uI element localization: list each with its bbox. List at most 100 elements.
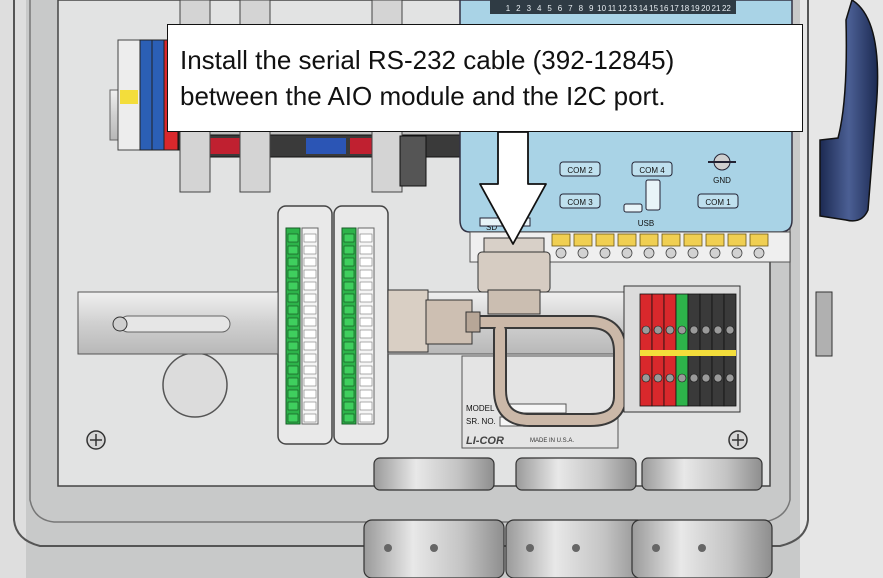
terminal-screw (689, 373, 699, 383)
module-slot (303, 233, 317, 243)
port-gnd-label: GND (713, 176, 731, 185)
channel-number: 10 (597, 4, 606, 13)
board-connector (551, 233, 571, 247)
cable-gland-top (515, 457, 637, 491)
channel-number: 5 (547, 4, 552, 13)
module-slot (359, 305, 373, 315)
channel-number: 15 (649, 4, 658, 13)
board-connector (639, 233, 659, 247)
module-slot (303, 305, 317, 315)
module-slot (359, 329, 373, 339)
channel-number: 17 (670, 4, 679, 13)
board-connector (661, 233, 681, 247)
channel-number: 20 (701, 4, 710, 13)
module-terminal (287, 257, 299, 267)
channel-number: 14 (639, 4, 648, 13)
module-slot (359, 365, 373, 375)
channel-number: 12 (618, 4, 627, 13)
board-connector (683, 233, 703, 247)
panel-knockout (162, 352, 228, 418)
port-com4-label: COM 4 (639, 166, 665, 175)
module-terminal-lines (287, 233, 373, 423)
board-connector (595, 233, 615, 247)
gland-dimple (572, 544, 580, 552)
module-terminal (343, 233, 355, 243)
label-serial: SR. NO. (466, 417, 496, 426)
module-slot (359, 281, 373, 291)
rs232-cable (473, 315, 627, 427)
board-connector-screw (621, 247, 633, 259)
terminal-screw (641, 325, 651, 335)
channel-number: 7 (568, 4, 573, 13)
label-brand: LI-COR (466, 435, 504, 447)
channel-number: 11 (608, 4, 617, 13)
channel-number: 16 (660, 4, 669, 13)
instruction-line-1: Install the serial RS-232 cable (392-128… (180, 45, 675, 75)
channel-number: 13 (628, 4, 637, 13)
port-com1-label: COM 1 (705, 198, 731, 207)
terminal-screw (713, 373, 723, 383)
module-slot (359, 353, 373, 363)
label-origin: MADE IN U.S.A. (530, 438, 574, 444)
terminal-screw (665, 325, 675, 335)
module-terminal (343, 281, 355, 291)
gland-dimple (384, 544, 392, 552)
board-connector-screw (555, 247, 567, 259)
module-slot (359, 389, 373, 399)
terminal-screw (725, 373, 735, 383)
module-slot (359, 269, 373, 279)
module-slot (303, 377, 317, 387)
board-connector-screw (643, 247, 655, 259)
module-terminal (343, 269, 355, 279)
module-terminal (343, 257, 355, 267)
board-connector-screw (753, 247, 765, 259)
db9-connector-module (387, 289, 481, 353)
module-terminal (287, 305, 299, 315)
module-slot (359, 245, 373, 255)
port-com4: COM 4 (631, 161, 673, 177)
cable-gland-top (641, 457, 763, 491)
module-terminal (287, 317, 299, 327)
module-slot (303, 341, 317, 351)
module-slot (303, 317, 317, 327)
module-slot (303, 245, 317, 255)
right-terminal-block (623, 285, 741, 413)
module-slot (303, 365, 317, 375)
channel-number: 2 (516, 4, 521, 13)
module-terminal (343, 293, 355, 303)
module-slot (303, 269, 317, 279)
port-com1: COM 1 (697, 193, 739, 209)
terminal-screw (701, 325, 711, 335)
module-terminal (287, 401, 299, 411)
board-connector (749, 233, 769, 247)
channel-number: 8 (579, 4, 584, 13)
module-slot (359, 233, 373, 243)
module-slot (303, 257, 317, 267)
board-connector-screw (665, 247, 677, 259)
channel-number: 4 (537, 4, 542, 13)
terminal-screw (689, 325, 699, 335)
port-com3-label: COM 3 (567, 198, 593, 207)
terminal-screw (725, 325, 735, 335)
cable-glands (363, 457, 773, 578)
board-connector (705, 233, 725, 247)
port-gnd: GND (708, 153, 736, 185)
module-terminal (287, 365, 299, 375)
board-connector-screw (577, 247, 589, 259)
module-terminal (287, 413, 299, 423)
module-slot (303, 281, 317, 291)
module-slot (303, 401, 317, 411)
channel-number: 22 (722, 4, 731, 13)
board-connector-screw (731, 247, 743, 259)
channel-number: 3 (527, 4, 532, 13)
terminal-screw (701, 373, 711, 383)
channel-number: 6 (558, 4, 563, 13)
module-slot (359, 377, 373, 387)
gland-dimple (698, 544, 706, 552)
module-terminal (343, 365, 355, 375)
module-terminal (343, 353, 355, 363)
module-slot (303, 389, 317, 399)
module-terminal (287, 293, 299, 303)
